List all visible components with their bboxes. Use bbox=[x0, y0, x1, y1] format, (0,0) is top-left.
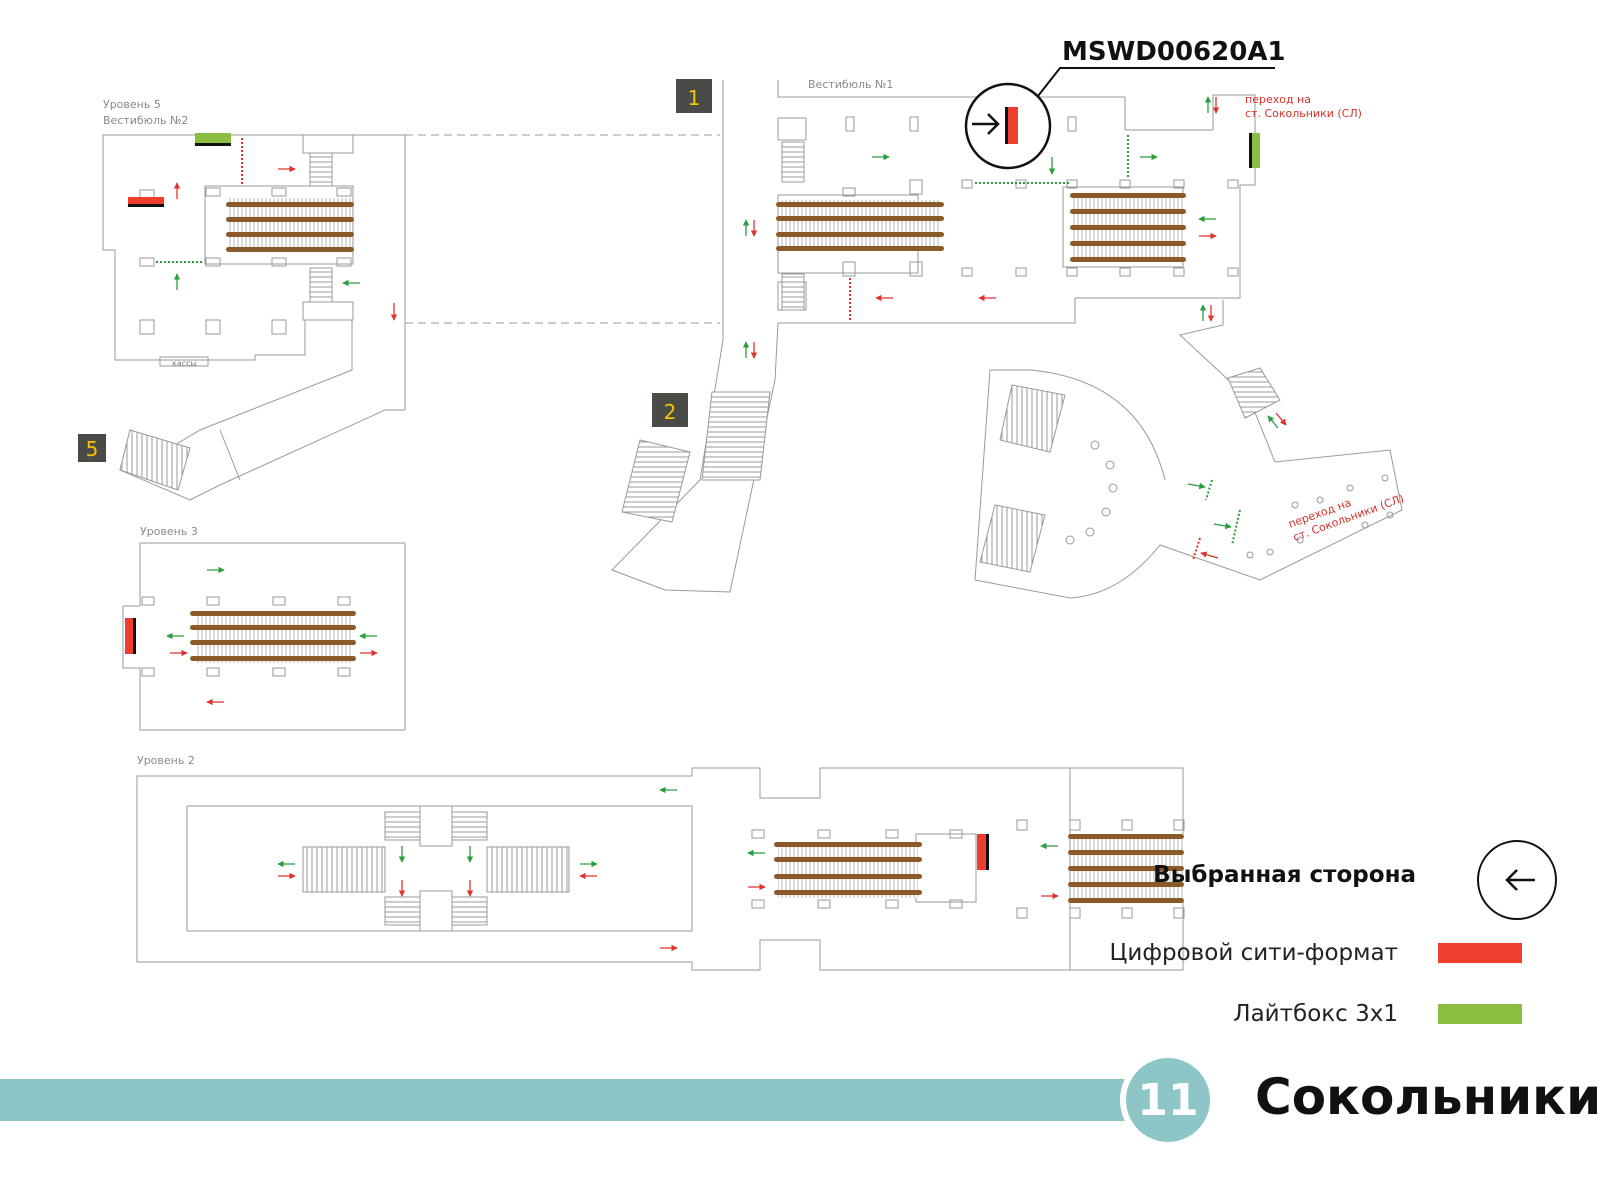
vestibule-2-escalators bbox=[226, 198, 354, 252]
digital-city-format-marker bbox=[128, 197, 164, 204]
entrance-5: 5 bbox=[78, 434, 106, 462]
selected-side-legend-icon bbox=[1477, 840, 1557, 920]
lightbox-marker bbox=[195, 133, 231, 143]
level-2-label: Уровень 2 bbox=[137, 754, 195, 767]
ticket-office-label: кассы bbox=[172, 359, 197, 368]
station-floor-plan: Уровень 5 Вестибюль №2 кассы 5 bbox=[78, 37, 1406, 971]
flow-arrows-vestibule-1 bbox=[742, 96, 1287, 559]
turnstile-line bbox=[1205, 479, 1213, 501]
vestibule-1-escalators-right bbox=[1070, 193, 1186, 262]
level-2-plan bbox=[136, 767, 1185, 971]
legend-lightbox-label: Лайтбокс 3х1 bbox=[1233, 1001, 1398, 1027]
level-2-escalators-right bbox=[1068, 834, 1184, 903]
flow-arrows-level-3 bbox=[166, 566, 378, 706]
level-3-escalators bbox=[190, 611, 356, 663]
entrance-5-number: 5 bbox=[86, 437, 99, 461]
selected-digital-city-format bbox=[1008, 107, 1018, 144]
level-2-escalators-middle bbox=[774, 842, 922, 898]
entrance-2: 2 bbox=[652, 393, 688, 427]
transfer-label-bottom: переход на ст. Сокольники (СЛ) bbox=[1287, 492, 1406, 544]
flow-arrows-level-2 bbox=[277, 786, 1059, 952]
vestibule-2-level-label: Уровень 5 bbox=[103, 98, 161, 111]
transfer-label-top-line2: ст. Сокольники (СЛ) bbox=[1245, 107, 1362, 120]
vestibule-2-name-label: Вестибюль №2 bbox=[103, 114, 188, 127]
legend-selected-side: Выбранная сторона bbox=[1153, 862, 1416, 888]
legend-selected-side-label: Выбранная сторона bbox=[1153, 862, 1416, 888]
arrow-left-icon bbox=[1505, 869, 1535, 891]
digital-city-format-marker-side bbox=[133, 618, 136, 654]
turnstile-line bbox=[1231, 509, 1241, 546]
legend-lightbox: Лайтбокс 3х1 bbox=[1233, 1001, 1522, 1027]
legend-red-swatch bbox=[1438, 943, 1522, 963]
lightbox-marker-side bbox=[195, 143, 231, 146]
selected-ad-code: MSWD00620A1 bbox=[1062, 37, 1286, 67]
line-color-band bbox=[0, 1079, 1130, 1121]
legend-digital-city-format: Цифровой сити-формат bbox=[1110, 940, 1522, 966]
level-3-label: Уровень 3 bbox=[140, 525, 198, 538]
digital-city-format-marker-side bbox=[128, 204, 164, 207]
entrance-1: 1 bbox=[676, 79, 712, 113]
level-3-plan bbox=[122, 542, 406, 731]
digital-city-format-marker-side bbox=[986, 834, 989, 870]
legend-digital-city-format-label: Цифровой сити-формат bbox=[1109, 940, 1398, 966]
transfer-label-top-line1: переход на bbox=[1245, 93, 1311, 106]
lightbox-marker-side bbox=[1249, 133, 1252, 168]
vestibule-2-plan bbox=[102, 134, 720, 501]
lightbox-marker bbox=[1252, 133, 1260, 168]
entrance-2-number: 2 bbox=[664, 400, 677, 424]
selected-ad-callout[interactable]: MSWD00620A1 bbox=[964, 37, 1286, 170]
vestibule-1-plan bbox=[611, 80, 1403, 599]
digital-city-format-marker bbox=[977, 834, 986, 870]
line-number-badge: 11 bbox=[1120, 1052, 1216, 1148]
flow-arrows-vestibule-2 bbox=[173, 165, 398, 321]
vestibule-1-name-label: Вестибюль №1 bbox=[808, 78, 893, 91]
digital-city-format-marker bbox=[125, 618, 133, 654]
station-title: Сокольники bbox=[1255, 1068, 1600, 1126]
vestibule-1-escalators-left bbox=[776, 200, 944, 251]
entrance-1-number: 1 bbox=[688, 86, 701, 110]
legend-green-swatch bbox=[1438, 1004, 1522, 1024]
